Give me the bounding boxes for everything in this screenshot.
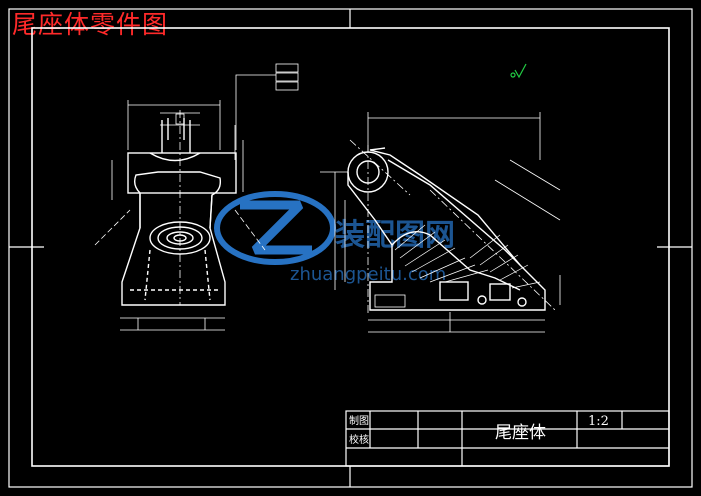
front-view-dimensions xyxy=(320,112,561,333)
checked-by-label: 校核 xyxy=(349,433,369,446)
drawing-scale: 1:2 xyxy=(588,414,609,429)
side-view-dimensions xyxy=(94,100,266,331)
title-block xyxy=(345,410,670,467)
drawn-by-label: 制图 xyxy=(349,414,369,427)
watermark-logo: 装配图网 zhuangpeitu.com xyxy=(214,191,455,285)
watermark-text-cn: 装配图网 xyxy=(335,218,455,253)
drawing-title: 尾座体零件图 xyxy=(12,10,169,39)
feature-control-frames xyxy=(235,63,299,150)
side-view xyxy=(121,118,237,306)
roughness-symbol xyxy=(510,63,527,79)
part-name: 尾座体 xyxy=(495,423,546,443)
section-hatching xyxy=(394,224,541,289)
